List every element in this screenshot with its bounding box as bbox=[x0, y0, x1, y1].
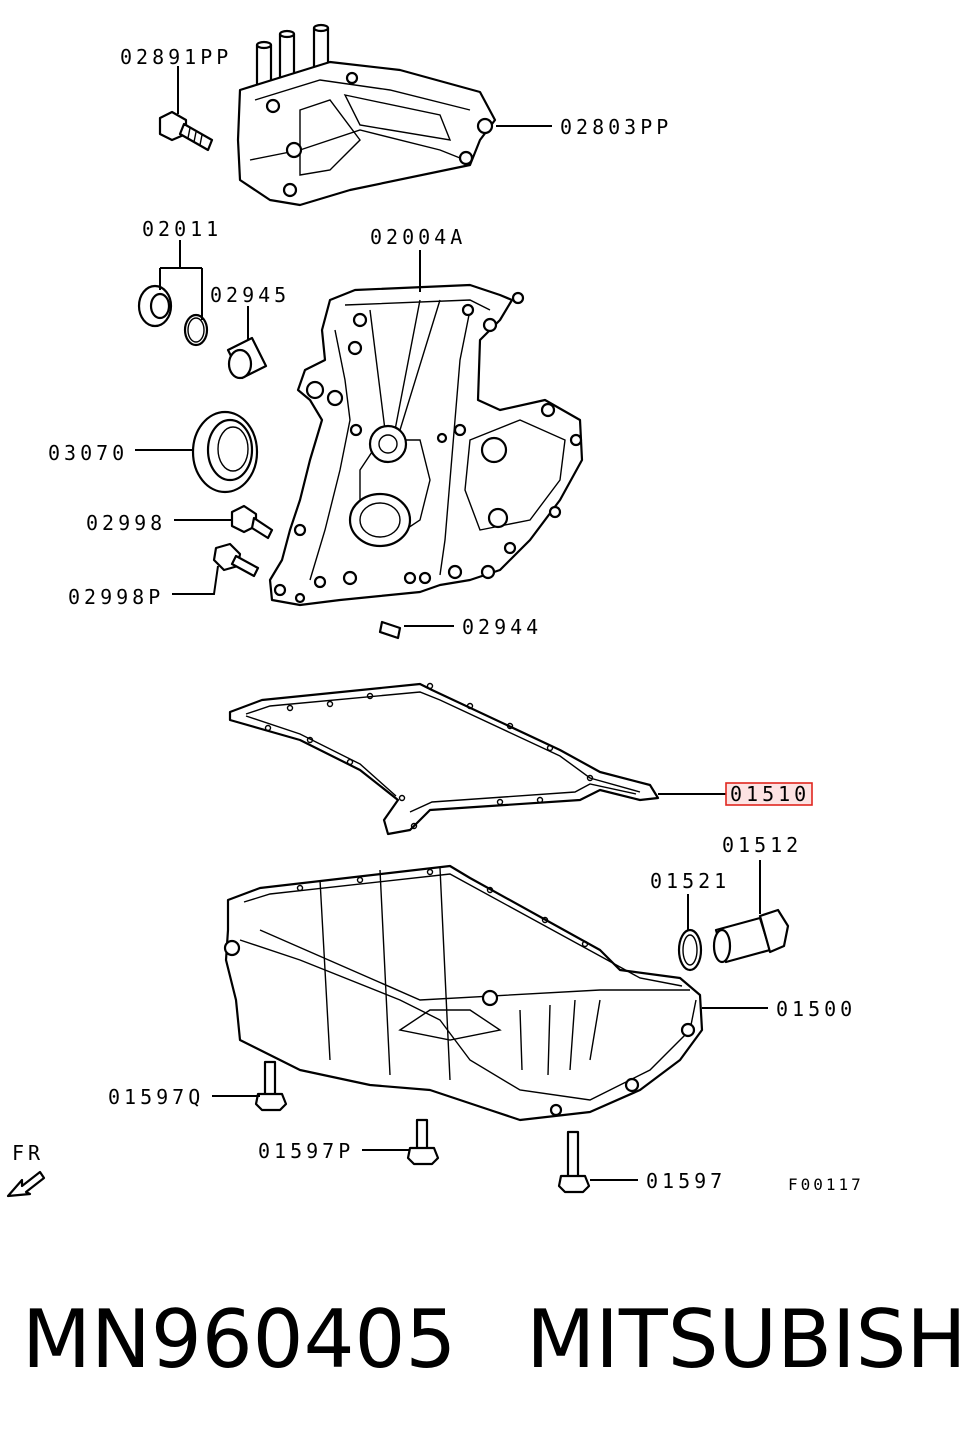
highlight-box-01510 bbox=[725, 782, 813, 806]
label-02004a: 02004A bbox=[370, 225, 466, 249]
direction-label: FR bbox=[12, 1141, 44, 1165]
bolt-01597p bbox=[406, 1118, 440, 1166]
oil-seal-02011 bbox=[137, 284, 209, 347]
oil-pan-01500 bbox=[223, 864, 704, 1122]
label-01510: 01510 bbox=[730, 782, 810, 806]
label-01512: 01512 bbox=[722, 833, 802, 857]
gasket-ring-01521 bbox=[677, 928, 703, 972]
label-03070: 03070 bbox=[48, 441, 128, 465]
engine-mount-bracket bbox=[236, 23, 497, 207]
bolt-02998 bbox=[230, 504, 274, 540]
label-01597: 01597 bbox=[646, 1169, 726, 1193]
label-02998: 02998 bbox=[86, 511, 166, 535]
timing-chain-case bbox=[268, 283, 584, 607]
drain-plug-01512 bbox=[712, 908, 790, 964]
label-02944: 02944 bbox=[462, 615, 542, 639]
label-02803pp: 02803PP bbox=[560, 115, 672, 139]
label-01521: 01521 bbox=[650, 869, 730, 893]
bolt-01597q bbox=[254, 1060, 288, 1112]
collar-02945 bbox=[226, 336, 268, 380]
oil-pan-gasket-01510 bbox=[228, 682, 660, 836]
label-02945: 02945 bbox=[210, 283, 290, 307]
crank-seal-03070 bbox=[191, 410, 259, 494]
label-01597p: 01597P bbox=[258, 1139, 354, 1163]
front-direction-arrow-icon bbox=[6, 1170, 46, 1198]
bolt-01597 bbox=[557, 1130, 591, 1194]
figure-code: F00117 bbox=[788, 1175, 864, 1194]
label-01500: 01500 bbox=[776, 997, 856, 1021]
label-02998p: 02998P bbox=[68, 585, 164, 609]
leader-lines bbox=[135, 66, 768, 1181]
part-number: MN960405 bbox=[22, 1293, 457, 1386]
flange-bolt-02891pp bbox=[158, 110, 214, 152]
label-02891pp: 02891PP bbox=[120, 45, 232, 69]
bolt-02998p bbox=[212, 542, 260, 578]
dowel-pin-02944 bbox=[378, 620, 402, 640]
part-caption: MN960405 MITSUBISHI bbox=[22, 1290, 960, 1390]
brand-name: MITSUBISHI bbox=[526, 1293, 960, 1386]
label-01597q: 01597Q bbox=[108, 1085, 204, 1109]
label-02011: 02011 bbox=[142, 217, 222, 241]
